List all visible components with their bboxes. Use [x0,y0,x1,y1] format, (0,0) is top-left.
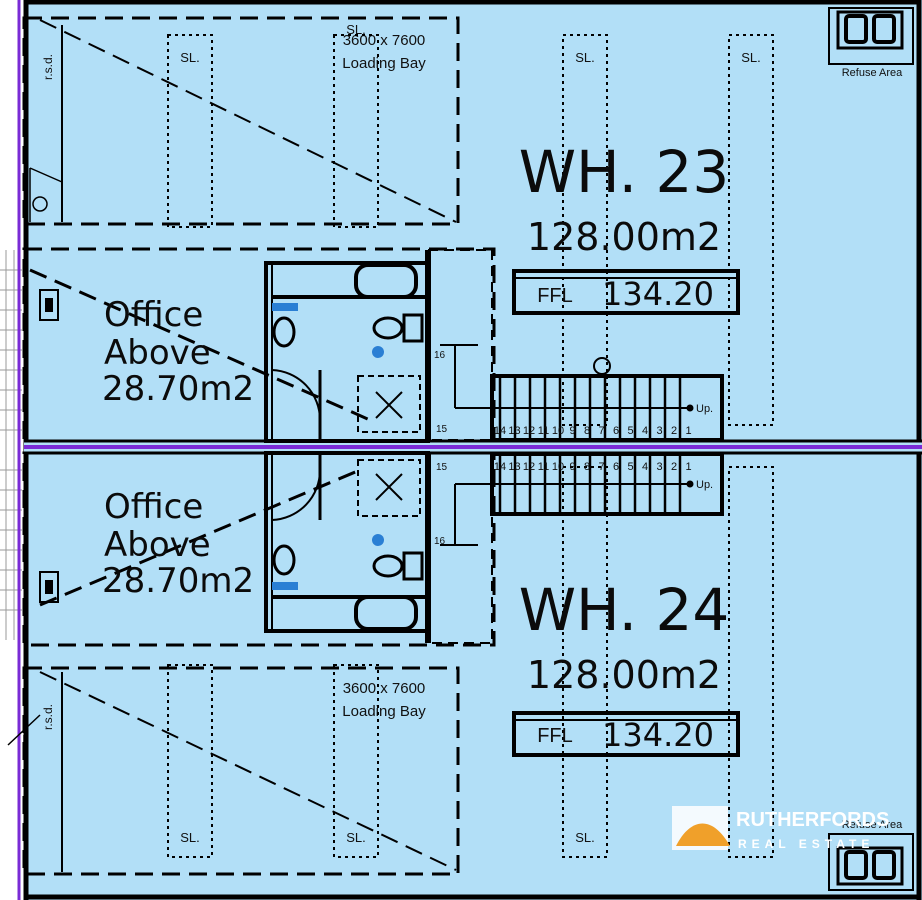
upper-loading-bay-dims: 3600 x 7600 [343,32,426,49]
skylight [728,466,774,858]
skylight [167,34,213,228]
stair-step-number: 9 [569,425,575,437]
lower-office-above [22,451,496,647]
stair-step-number: 13 [508,461,520,473]
stair-step-number: 11 [538,461,549,473]
logo-name: RUTHERFORDS [736,809,889,831]
stair-step-number: 2 [671,461,677,473]
logo-tagline: REAL ESTATE [738,837,874,851]
upper-ffl-label: FFL [537,285,573,307]
skylight [167,664,213,858]
upper-stair-up: Up. [696,403,713,415]
lower-refuse-area: Refuse Area [828,819,914,891]
skylight [333,664,379,858]
upper-office-above [22,247,496,443]
upper-office-line1: Office [104,295,203,335]
upper-rsd-label: r.s.d. [41,54,55,80]
stair-step-number: 11 [538,425,549,437]
upper-unit: r.s.d. 3600 x 7600 Loading Bay SL. SL. S… [22,7,914,443]
upper-office-line2: Above [104,333,211,373]
upper-ffl-box [512,269,740,315]
upper-refuse-area: Refuse Area [828,7,914,79]
lower-office-line1: Office [104,487,203,527]
stair-step-number: 2 [671,425,677,437]
upper-loading-bay [22,16,460,226]
skylight-label: SL. [180,830,200,845]
lower-office-line2: Above [104,525,211,565]
stair-step-number: 6 [613,461,619,473]
logo-swoosh [676,823,730,846]
stair-step-number: 3 [656,425,662,437]
stair-step-number: 10 [552,461,564,473]
stair-step-number: 8 [584,461,590,473]
upper-stair-top-num: 16 [434,350,446,361]
skylight-label: SL. [180,50,200,65]
lower-stair-landing-num: 15 [436,462,448,473]
lower-loading-bay [22,666,460,876]
stair-step-number: 5 [627,461,633,473]
lower-stair-up: Up. [696,479,713,491]
lower-loading-bay-label: Loading Bay [342,703,426,720]
stair-step-number: 10 [552,425,564,437]
lower-ffl-value: 134.20 [602,716,714,754]
stair-step-number: 8 [584,425,590,437]
lower-unit-name: WH. 24 [519,576,730,644]
skylight-label: SL. [346,22,366,37]
stair-step-number: 7 [598,425,604,437]
rutherfords-logo: RUTHERFORDS REAL ESTATE [672,806,889,851]
lower-stair-top-num: 16 [434,536,446,547]
stair-step-number: 3 [656,461,662,473]
lower-rsd-label: r.s.d. [41,704,55,730]
stair-step-number: 5 [627,425,633,437]
upper-stair-landing-num: 15 [436,424,448,435]
upper-ffl-value: 134.20 [602,275,714,313]
lower-ffl-label: FFL [537,725,573,747]
upper-unit-area: 128.00m2 [527,215,721,259]
skylight [562,466,608,858]
stair-step-number: 14 [494,425,506,437]
upper-office-area: 28.70m2 [102,369,254,409]
upper-refuse-label: Refuse Area [842,67,903,79]
stair-step-number: 12 [523,425,535,437]
skylight [333,34,379,228]
stair-step-number: 7 [598,461,604,473]
skylight [728,34,774,426]
stair-step-number: 14 [494,461,506,473]
lower-unit: r.s.d. 3600 x 7600 Loading Bay SL. SL. S… [7,451,914,891]
lower-office-area: 28.70m2 [102,561,254,601]
skylight-label: SL. [346,830,366,845]
upper-loading-bay-label: Loading Bay [342,55,426,72]
stair-step-number: 6 [613,425,619,437]
upper-unit-name: WH. 23 [519,138,730,206]
lower-unit-area: 128.00m2 [527,653,721,697]
stair-step-number: 1 [685,425,691,437]
skylight-label: SL. [741,50,761,65]
stair-step-number: 12 [523,461,535,473]
skylight-label: SL. [575,50,595,65]
stair-step-number: 4 [642,461,648,473]
stair-step-number: 9 [569,461,575,473]
stair-step-number: 4 [642,425,648,437]
stair-step-number: 1 [685,461,691,473]
lower-refuse-label: Refuse Area [842,819,903,831]
upper-amenities [264,261,430,443]
skylight [562,34,608,426]
stair-step-number: 13 [508,425,520,437]
lower-ffl-box [512,711,740,757]
lower-loading-bay-dims: 3600 x 7600 [343,680,426,697]
skylight-label: SL. [575,830,595,845]
